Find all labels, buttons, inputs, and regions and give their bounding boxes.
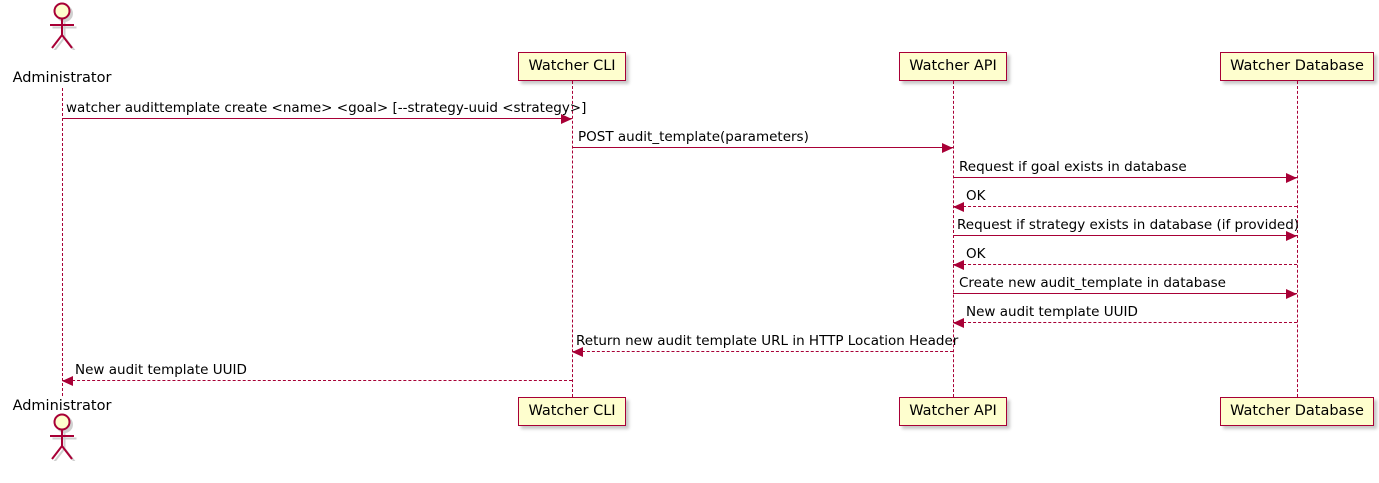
participant-label-administrator-top: Administrator: [12, 70, 112, 86]
participant-box-watcher-cli-top[interactable]: Watcher CLI: [518, 52, 626, 81]
message-label-1: watcher audittemplate create <name> <goa…: [66, 100, 587, 116]
arrow-head-8: [953, 317, 964, 328]
message-line-10: [62, 380, 572, 381]
participant-label-administrator-bottom: Administrator: [12, 398, 112, 414]
arrow-head-3: [1286, 172, 1297, 183]
arrow-head-6: [953, 259, 964, 270]
participant-label-watcher-api-bottom: Watcher API: [909, 403, 997, 420]
participant-label-watcher-db-top: Watcher Database: [1230, 58, 1364, 75]
arrow-head-7: [1286, 288, 1297, 299]
arrow-head-4: [953, 201, 964, 212]
participant-box-watcher-db-top[interactable]: Watcher Database: [1220, 52, 1374, 81]
arrow-head-10: [62, 375, 73, 386]
lifeline-administrator: [62, 88, 63, 396]
message-line-2: [572, 147, 953, 148]
message-line-4: [953, 206, 1297, 207]
participant-box-watcher-api-top[interactable]: Watcher API: [899, 52, 1007, 81]
message-label-6: OK: [966, 246, 986, 262]
message-label-3: Request if goal exists in database: [959, 159, 1187, 175]
participant-label-watcher-db-bottom: Watcher Database: [1230, 403, 1364, 420]
message-label-4: OK: [966, 188, 986, 204]
message-line-7: [953, 293, 1297, 294]
lifeline-watcher-db: [1297, 81, 1298, 397]
participant-box-watcher-cli-bottom[interactable]: Watcher CLI: [518, 397, 626, 426]
arrow-head-9: [572, 346, 583, 357]
message-line-8: [953, 322, 1297, 323]
arrow-head-2: [942, 142, 953, 153]
lifeline-watcher-api: [953, 81, 954, 397]
message-label-10: New audit template UUID: [75, 362, 247, 378]
message-label-2: POST audit_template(parameters): [578, 129, 809, 145]
arrow-head-5: [1286, 230, 1297, 241]
message-line-5: [953, 235, 1297, 236]
message-line-3: [953, 177, 1297, 178]
actor-administrator-bottom: [46, 413, 78, 461]
message-line-6: [953, 264, 1297, 265]
participant-label-watcher-cli-bottom: Watcher CLI: [528, 403, 616, 420]
participant-box-watcher-db-bottom[interactable]: Watcher Database: [1220, 397, 1374, 426]
actor-administrator-top: [46, 2, 78, 50]
arrow-head-1: [561, 113, 572, 124]
participant-label-watcher-cli-top: Watcher CLI: [528, 58, 616, 75]
participant-box-watcher-api-bottom[interactable]: Watcher API: [899, 397, 1007, 426]
participant-label-watcher-api-top: Watcher API: [909, 58, 997, 75]
message-label-7: Create new audit_template in database: [959, 275, 1226, 291]
message-label-5: Request if strategy exists in database (…: [957, 217, 1300, 233]
lifeline-watcher-cli: [572, 81, 573, 397]
message-line-1: [62, 118, 572, 119]
message-label-8: New audit template UUID: [966, 304, 1138, 320]
message-line-9: [572, 351, 953, 352]
message-label-9: Return new audit template URL in HTTP Lo…: [576, 333, 959, 349]
